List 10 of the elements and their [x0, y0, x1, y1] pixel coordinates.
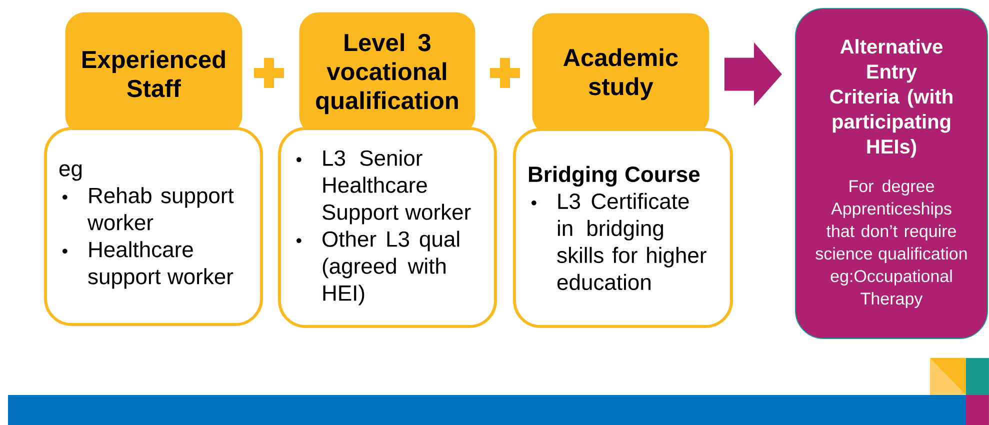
content-box: Bridging Course L3 Certificate in bridging skills for higher education: [513, 128, 733, 328]
node-label: Experienced Staff: [82, 50, 225, 98]
header-tab: Experienced Staff: [65, 12, 242, 136]
content-box: L3 Senior Healthcare Support worker Other L3 qual (agreed with HEI): [278, 127, 497, 328]
result-box: Alternative Entry Criteria (with participating HEIs) For degree Apprenticeships that don’t require science qualification eg:Occupational Therapy: [795, 8, 988, 339]
content-box: eg Rehab support worker Healthcare support worker: [44, 127, 263, 326]
node-label: Academic study: [563, 48, 678, 100]
header-tab: Academic study: [532, 13, 710, 136]
header-tab: Level 3 vocational qualification: [299, 12, 476, 136]
node-label: Level 3 vocational qualification: [316, 33, 458, 114]
